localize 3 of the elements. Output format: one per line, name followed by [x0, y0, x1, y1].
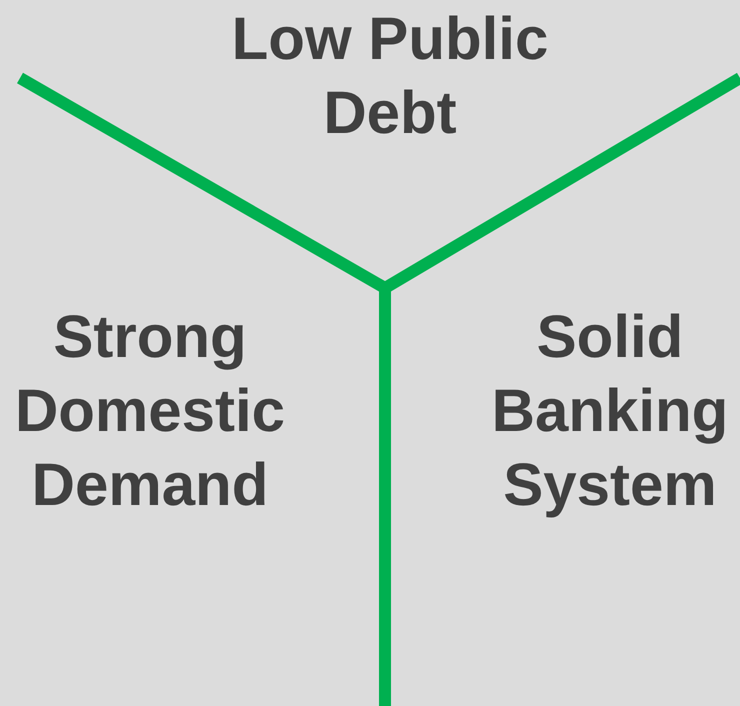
region-label: Strong Domestic Demand	[14, 302, 286, 520]
region-label: Low Public Debt	[230, 4, 550, 148]
region-label: Solid Banking System	[490, 302, 730, 520]
